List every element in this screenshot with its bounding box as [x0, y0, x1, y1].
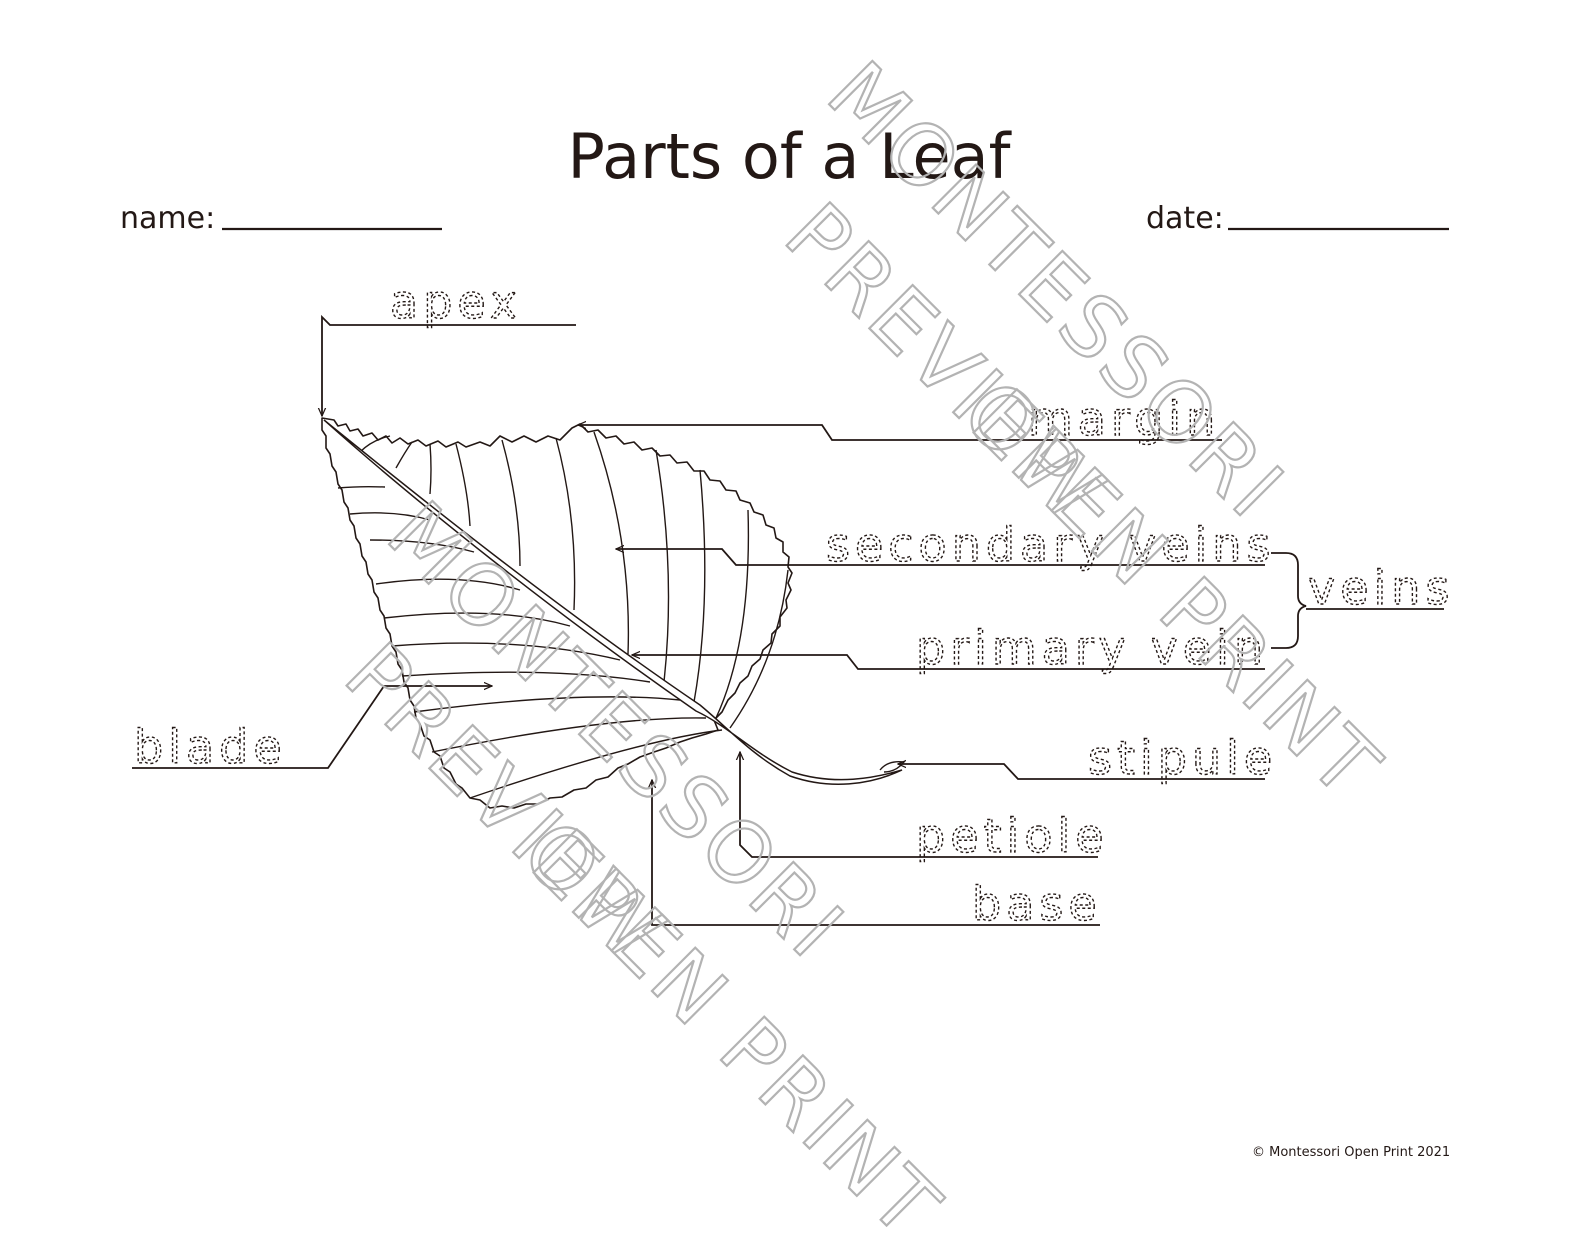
- secondary-veins: [337, 431, 789, 799]
- vein-upper-2: [395, 441, 413, 469]
- vein-lower-9: [431, 717, 707, 753]
- leaf-illustration: [321, 417, 906, 809]
- primary-vein-midrib: [323, 419, 903, 785]
- copyright-notice: © Montessori Open Print 2021: [1252, 1145, 1450, 1160]
- vein-lower-7: [401, 671, 651, 683]
- page-title: Parts of a Leaf: [568, 120, 1013, 193]
- vein-lower-6: [391, 642, 621, 661]
- label-base[interactable]: base: [971, 876, 1102, 931]
- vein-upper-10: [715, 509, 750, 719]
- secondary-veins-leader: [616, 549, 1265, 566]
- vein-lower-5: [383, 612, 571, 627]
- label-apex[interactable]: apex: [389, 274, 522, 329]
- vein-upper-9: [693, 469, 706, 703]
- leader-lines: [132, 314, 1444, 926]
- apex-leader: [322, 314, 576, 416]
- vein-lower-10: [469, 729, 723, 799]
- primary-vein-leader: [632, 655, 1265, 670]
- veins-bracket: [1271, 552, 1307, 649]
- name-label: name:: [120, 201, 215, 236]
- stipule-leader: [898, 764, 1265, 780]
- label-words: apex margin secondary veins primary vein…: [133, 274, 1454, 931]
- vein-upper-6: [555, 437, 576, 611]
- date-label: date:: [1146, 201, 1224, 236]
- margin-leader: [578, 425, 1222, 441]
- blade-leader: [132, 686, 492, 769]
- vein-upper-4: [455, 443, 471, 527]
- vein-lower-8: [413, 696, 681, 713]
- petiole-leader: [740, 752, 1098, 858]
- label-veins[interactable]: veins: [1307, 560, 1454, 615]
- label-primary-vein[interactable]: primary vein: [915, 620, 1268, 675]
- vein-upper-3: [429, 443, 432, 495]
- label-petiole[interactable]: petiole: [915, 808, 1109, 863]
- vein-upper-7: [593, 431, 630, 655]
- label-margin[interactable]: margin: [1027, 391, 1220, 446]
- vein-upper-5: [501, 439, 521, 567]
- vein-lower-2: [349, 512, 431, 521]
- label-blade[interactable]: blade: [133, 719, 287, 774]
- label-stipule[interactable]: stipule: [1087, 730, 1277, 785]
- label-secondary-veins[interactable]: secondary veins: [825, 517, 1275, 572]
- vein-upper-8: [655, 449, 670, 683]
- vein-lower-4: [375, 578, 521, 591]
- vein-lower-1: [337, 485, 386, 489]
- vein-lower-3: [369, 539, 475, 553]
- base-leader: [652, 780, 1100, 926]
